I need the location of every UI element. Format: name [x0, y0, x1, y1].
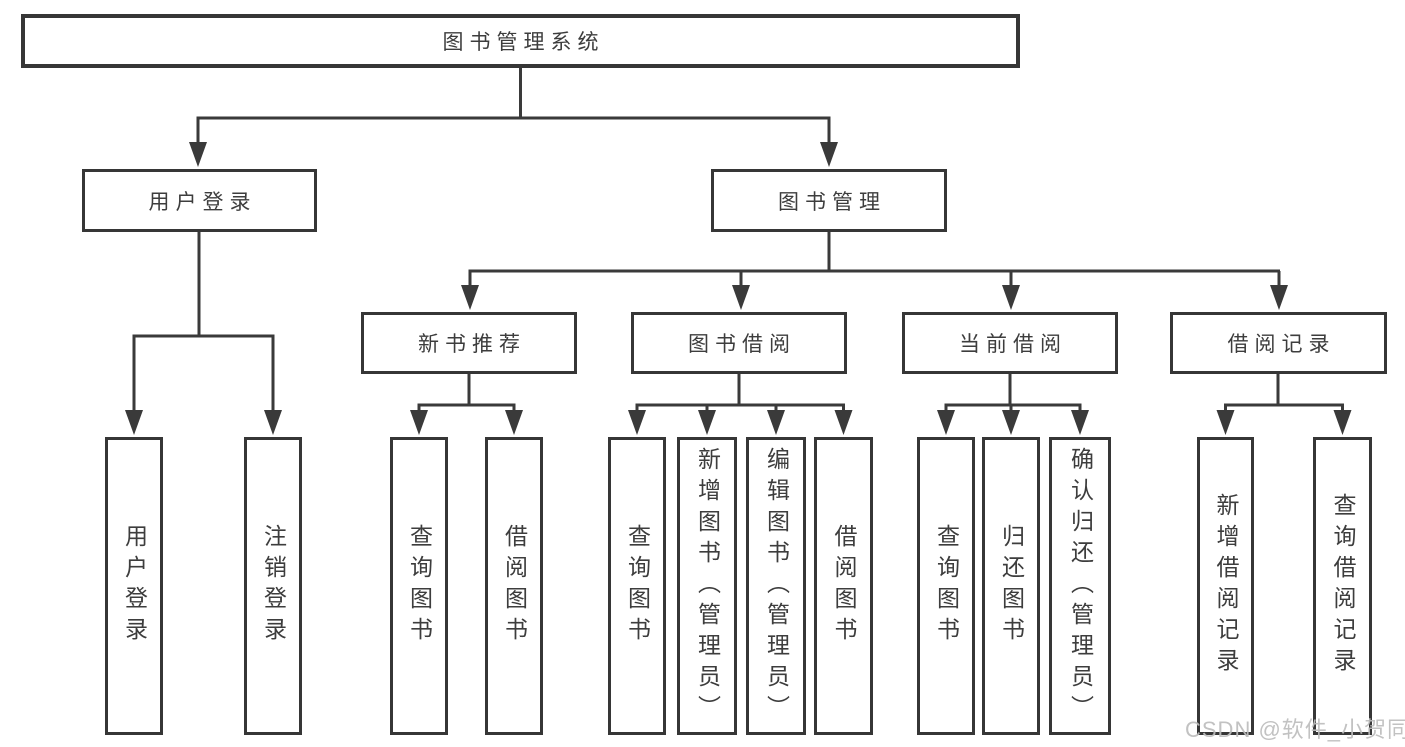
leaf-user-login: 用户登录: [105, 437, 163, 735]
leaf-query-borrow-record: 查询借阅记录: [1313, 437, 1372, 735]
leaf-query-books-recommend: 查询图书: [390, 437, 448, 735]
leaf-user-login-label: 用户登录: [121, 524, 148, 648]
leaf-logout: 注销登录: [244, 437, 302, 735]
leaf-query-books-current: 查询图书: [917, 437, 975, 735]
node-book-management-label: 图书管理: [778, 190, 886, 214]
node-root: 图书管理系统: [21, 14, 1020, 68]
leaf-borrow-books-borrowing-label: 借阅图书: [831, 524, 857, 648]
node-book-borrowing: 图书借阅: [631, 312, 847, 374]
leaf-logout-label: 注销登录: [260, 524, 287, 648]
node-root-label: 图书管理系统: [442, 31, 605, 54]
node-book-management: 图书管理: [711, 169, 947, 232]
node-user-login-label: 用户登录: [148, 190, 257, 214]
leaf-edit-books-admin: 编辑图书（管理员）: [746, 437, 806, 735]
node-user-login: 用户登录: [82, 169, 317, 232]
node-current-borrowing: 当前借阅: [902, 312, 1118, 374]
leaf-return-books-label: 归还图书: [998, 524, 1025, 648]
leaf-query-books-borrowing-label: 查询图书: [624, 524, 651, 648]
leaf-add-books-admin: 新增图书（管理员）: [677, 437, 737, 735]
leaf-query-books-borrowing: 查询图书: [608, 437, 666, 735]
leaf-edit-books-admin-label: 编辑图书（管理员）: [763, 446, 790, 726]
leaf-query-borrow-record-label: 查询借阅记录: [1330, 493, 1356, 679]
leaf-confirm-return-admin-label: 确认归还（管理员）: [1067, 446, 1094, 726]
leaf-return-books: 归还图书: [982, 437, 1040, 735]
node-new-book-recommend-label: 新书推荐: [418, 333, 526, 356]
leaf-borrow-books-recommend: 借阅图书: [485, 437, 543, 735]
leaf-query-books-recommend-label: 查询图书: [406, 524, 433, 648]
node-borrowing-records: 借阅记录: [1170, 312, 1387, 374]
leaf-borrow-books-borrowing: 借阅图书: [814, 437, 873, 735]
node-book-borrowing-label: 图书借阅: [688, 333, 796, 356]
leaf-confirm-return-admin: 确认归还（管理员）: [1049, 437, 1111, 735]
leaf-add-borrow-record-label: 新增借阅记录: [1213, 493, 1239, 679]
node-borrowing-records-label: 借阅记录: [1227, 333, 1336, 356]
leaf-add-borrow-record: 新增借阅记录: [1197, 437, 1254, 735]
leaf-query-books-current-label: 查询图书: [933, 524, 960, 648]
watermark: CSDN @软件_小贺同学: [1185, 717, 1405, 742]
node-current-borrowing-label: 当前借阅: [959, 333, 1067, 356]
node-new-book-recommend: 新书推荐: [361, 312, 577, 374]
leaf-borrow-books-recommend-label: 借阅图书: [501, 524, 528, 648]
leaf-add-books-admin-label: 新增图书（管理员）: [694, 446, 721, 726]
